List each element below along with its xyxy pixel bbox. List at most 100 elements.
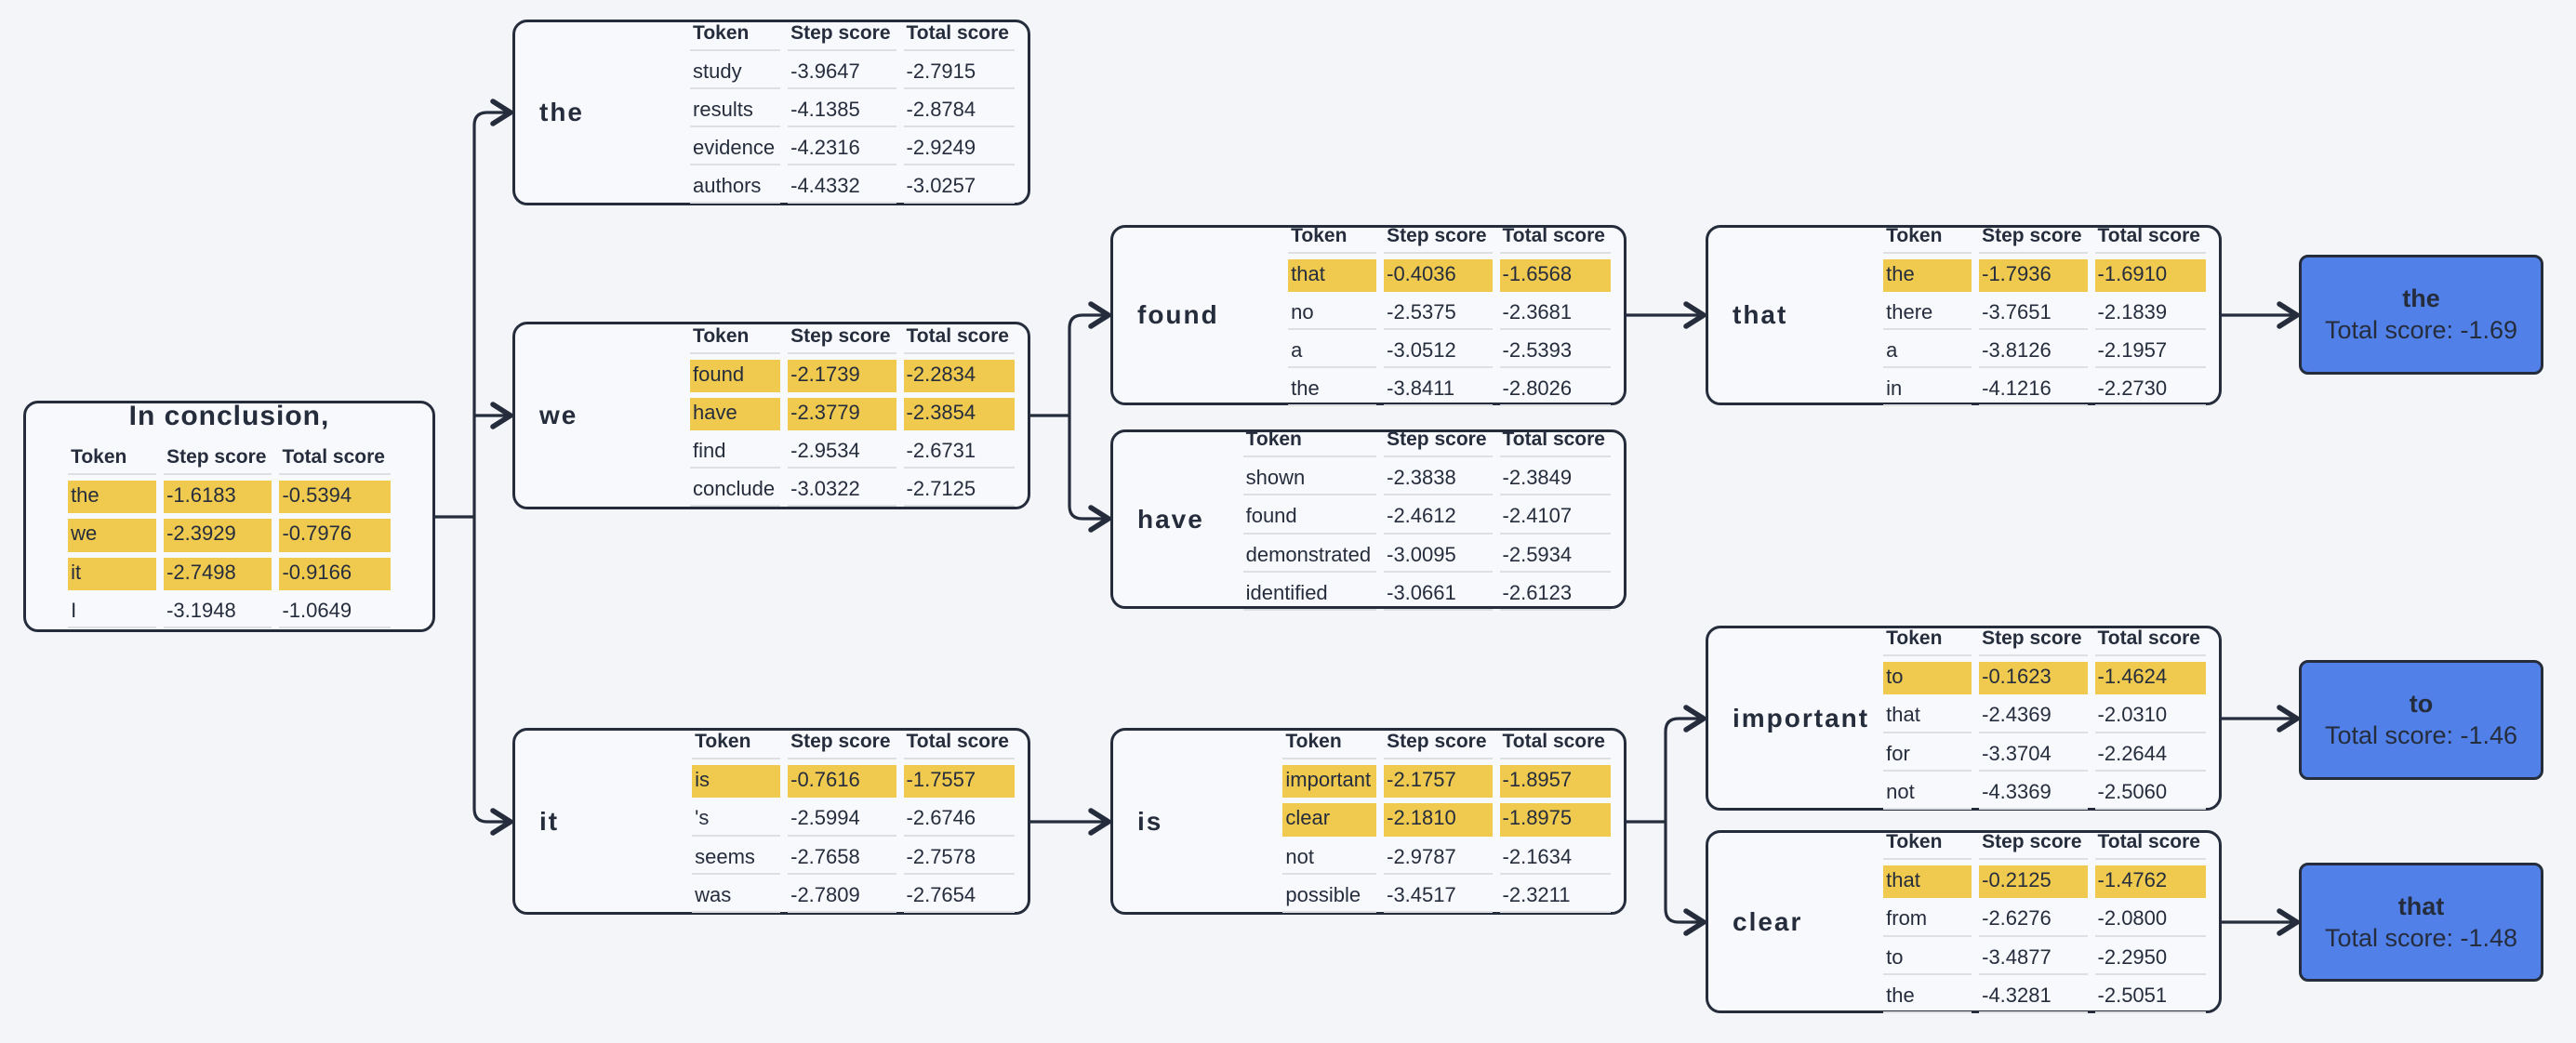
step-score-cell: -2.6276: [1979, 904, 2088, 937]
col-header-step: Step score: [1384, 730, 1493, 760]
total-score-cell: -2.3854: [903, 397, 1015, 431]
col-header-token: Token: [690, 324, 781, 354]
table-row: in -4.1216 -2.2730: [1883, 374, 2206, 407]
col-header-step: Step score: [1979, 627, 2088, 657]
node-label: found: [1137, 300, 1219, 329]
total-score-cell: -1.4762: [2094, 865, 2206, 899]
col-header-total: Total score: [903, 730, 1015, 760]
node-we: we Token Step score Total score found -2…: [512, 322, 1030, 509]
total-score-cell: -2.7125: [903, 474, 1015, 508]
token-cell: that: [1883, 865, 1972, 899]
table-row: that -0.4036 -1.6568: [1288, 258, 1611, 292]
step-score-cell: -1.7936: [1979, 258, 2088, 292]
table-row: a -3.8126 -2.1957: [1883, 336, 2206, 369]
final-token: the: [2402, 284, 2440, 312]
table-row: results -4.1385 -2.8784: [690, 95, 1015, 128]
total-score-cell: -2.5060: [2094, 777, 2206, 810]
col-header-total: Total score: [1499, 428, 1611, 458]
token-table: Token Step score Total score shown -2.38…: [1236, 422, 1618, 615]
token-cell: seems: [692, 842, 781, 875]
table-row: shown -2.3838 -2.3849: [1242, 463, 1611, 496]
header-row: Token Step score Total score: [1883, 830, 2206, 861]
col-header-token: Token: [1282, 730, 1377, 760]
token-cell: demonstrated: [1242, 540, 1377, 573]
table-row: the -3.8411 -2.8026: [1288, 374, 1611, 407]
step-score-cell: -4.4332: [788, 171, 896, 205]
token-cell: the: [1288, 374, 1377, 407]
token-cell: a: [1288, 336, 1377, 369]
total-score-cell: -1.6910: [2094, 258, 2206, 292]
token-cell: no: [1288, 297, 1377, 331]
total-score-cell: -3.0257: [903, 171, 1015, 205]
step-score-cell: -2.3929: [164, 519, 272, 552]
step-score-cell: -0.4036: [1384, 258, 1493, 292]
step-score-cell: -3.7651: [1979, 297, 2088, 331]
step-score-cell: -4.1216: [1979, 374, 2088, 407]
table-row: found -2.4612 -2.4107: [1242, 501, 1611, 535]
total-score-cell: -0.7976: [279, 519, 391, 552]
header-row: Token Step score Total score: [1282, 730, 1611, 760]
total-score-cell: -2.5051: [2094, 981, 2206, 1013]
header-row: Token Step score Total score: [692, 730, 1015, 760]
step-score-cell: -2.5994: [788, 803, 896, 837]
node-root: In conclusion, Token Step score Total sc…: [23, 401, 435, 632]
table-row: for -3.3704 -2.2644: [1883, 739, 2206, 772]
total-score-cell: -2.5934: [1499, 540, 1611, 573]
edge-we-found: [1068, 301, 1111, 416]
step-score-cell: -2.1810: [1384, 803, 1493, 837]
table-row: identified -3.0661 -2.6123: [1242, 578, 1611, 611]
total-score-cell: -2.4107: [1499, 501, 1611, 535]
table-row: that -2.4369 -2.0310: [1883, 700, 2206, 733]
col-header-token: Token: [68, 445, 157, 476]
table-row: possible -3.4517 -2.3211: [1282, 880, 1611, 913]
table-row: is -0.7616 -1.7557: [692, 765, 1015, 799]
step-score-cell: -2.7658: [788, 842, 896, 875]
col-header-step: Step score: [1384, 428, 1493, 458]
col-header-step: Step score: [164, 445, 272, 476]
step-score-cell: -1.6183: [164, 481, 272, 514]
step-score-cell: -2.4369: [1979, 700, 2088, 733]
node-found: found Token Step score Total score that …: [1110, 225, 1627, 407]
col-header-total: Total score: [903, 21, 1015, 51]
col-header-step: Step score: [788, 730, 896, 760]
table-row: no -2.5375 -2.3681: [1288, 297, 1611, 331]
total-score-cell: -1.8957: [1499, 765, 1611, 799]
token-cell: that: [1288, 258, 1377, 292]
col-header-total: Total score: [1499, 730, 1611, 760]
table-row: the -4.3281 -2.5051: [1883, 981, 2206, 1013]
root-title: In conclusion,: [128, 401, 330, 432]
token-cell: identified: [1242, 578, 1377, 611]
total-score-cell: -2.5393: [1499, 336, 1611, 369]
table-row: was -2.7809 -2.7654: [692, 880, 1015, 913]
total-score-cell: -2.2950: [2094, 943, 2206, 975]
final-node-that: that Total score: -1.48: [2299, 863, 2543, 982]
token-cell: a: [1883, 336, 1972, 369]
token-table: Token Step score Total score is -0.7616 …: [684, 724, 1022, 918]
table-row: conclude -3.0322 -2.7125: [690, 474, 1015, 508]
col-header-step: Step score: [788, 324, 896, 354]
token-cell: important: [1282, 765, 1377, 799]
token-cell: was: [692, 880, 781, 913]
total-score-cell: -2.2834: [903, 359, 1015, 392]
token-cell: conclude: [690, 474, 781, 508]
step-score-cell: -2.3779: [788, 397, 896, 431]
token-cell: it: [68, 557, 157, 590]
col-header-token: Token: [1883, 627, 1972, 657]
token-table: Token Step score Total score found -2.17…: [683, 319, 1022, 512]
token-cell: not: [1282, 842, 1377, 875]
col-header-token: Token: [690, 21, 781, 51]
token-cell: that: [1883, 700, 1972, 733]
final-node-to: to Total score: -1.46: [2299, 660, 2543, 780]
table-row: we -2.3929 -0.7976: [68, 519, 391, 552]
final-total-score: Total score: -1.69: [2324, 316, 2518, 344]
edge-is-clear: [1664, 822, 1706, 936]
step-score-cell: -3.9647: [788, 57, 896, 89]
step-score-cell: -2.9534: [788, 436, 896, 469]
token-cell: I: [68, 596, 157, 628]
token-cell: found: [690, 359, 781, 392]
table-row: found -2.1739 -2.2834: [690, 359, 1015, 392]
table-row: seems -2.7658 -2.7578: [692, 842, 1015, 875]
token-table: Token Step score Total score the -1.6183…: [60, 440, 398, 633]
node-label: is: [1137, 806, 1163, 836]
